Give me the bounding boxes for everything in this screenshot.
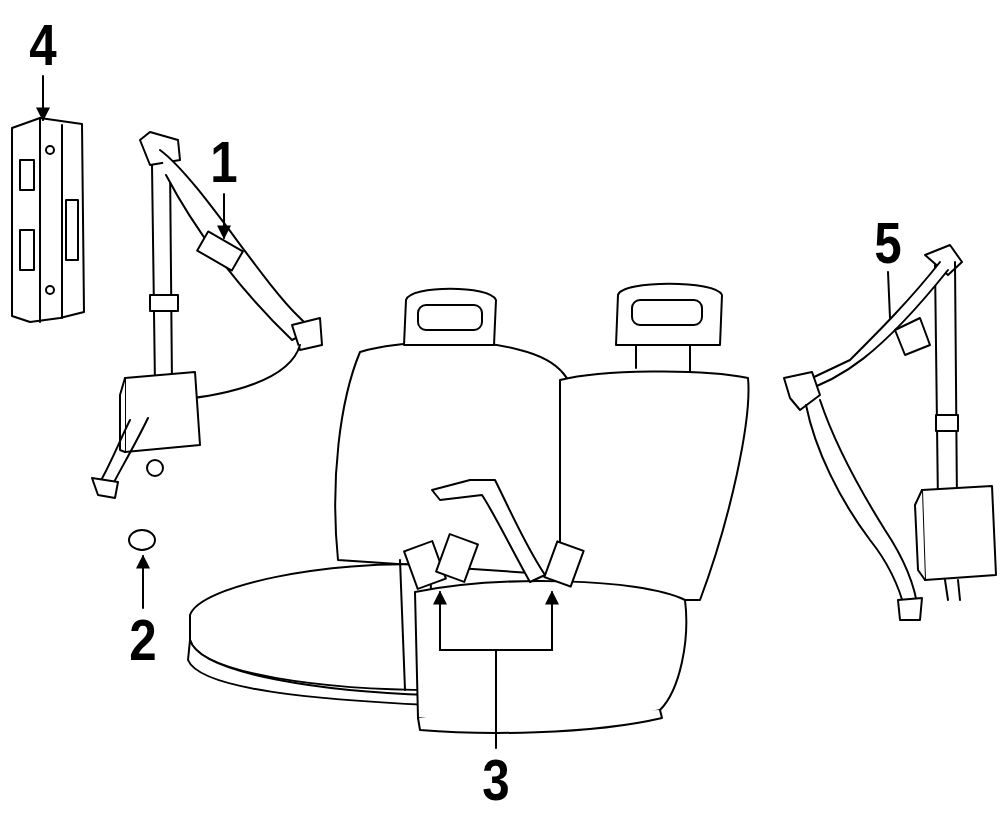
leader-lines xyxy=(43,76,890,748)
front-seat-belt-assembly xyxy=(92,132,322,498)
callout-number: 4 xyxy=(29,16,56,74)
callout-number: 1 xyxy=(210,133,237,191)
grommet xyxy=(129,530,155,550)
callout-number: 3 xyxy=(482,751,509,809)
center-buckles xyxy=(404,480,584,589)
rear-seat xyxy=(188,284,748,733)
callout-number: 2 xyxy=(129,611,156,669)
callout-number: 5 xyxy=(874,214,901,272)
rear-seat-belt-assembly xyxy=(784,245,996,620)
mounting-bracket xyxy=(12,118,84,322)
